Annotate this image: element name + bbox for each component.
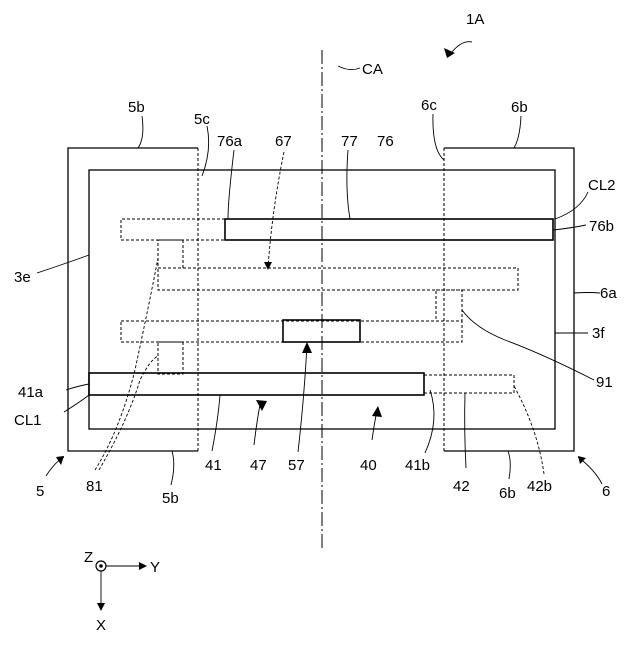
via-conductor-81-upper xyxy=(158,240,183,268)
leader-3e xyxy=(37,255,89,273)
label-77: 77 xyxy=(341,133,358,150)
label-5c: 5c xyxy=(194,111,210,128)
label-41a: 41a xyxy=(18,384,44,401)
electrode-42 xyxy=(424,375,514,393)
label-3f: 3f xyxy=(592,325,605,342)
y-axis-arrow-icon xyxy=(139,562,147,570)
label-47: 47 xyxy=(250,457,267,474)
label-76a: 76a xyxy=(217,133,243,150)
z-axis-dot xyxy=(99,564,103,568)
leader-47 xyxy=(254,405,260,445)
electrode-76 xyxy=(225,219,553,240)
leader-5b-bottom xyxy=(171,451,174,485)
leader-76b xyxy=(553,225,586,230)
label-1A: 1A xyxy=(466,11,484,28)
label-6b-bottom: 6b xyxy=(499,485,516,502)
leader-41b xyxy=(425,390,434,453)
leader-CL2 xyxy=(555,192,588,219)
leader-CA xyxy=(338,66,360,70)
label-40: 40 xyxy=(360,457,377,474)
leader-57 xyxy=(298,345,307,452)
electrode-76-dashed-extension xyxy=(121,219,225,240)
leader-6b-top xyxy=(514,116,521,148)
arrowhead-40 xyxy=(372,406,382,417)
leader-42b xyxy=(514,386,544,474)
leader-6c xyxy=(433,114,444,160)
label-z: Z xyxy=(84,549,93,566)
arrowhead-1A xyxy=(444,48,455,58)
electrode-41 xyxy=(89,373,424,395)
leader-6a xyxy=(574,293,600,294)
leader-81-upper xyxy=(95,258,158,470)
label-76b: 76b xyxy=(589,218,614,235)
internal-electrode-67 xyxy=(158,268,518,290)
label-5: 5 xyxy=(36,483,44,500)
coordinate-axes: Z Y X xyxy=(84,549,160,634)
leader-1A xyxy=(452,42,472,52)
label-41b: 41b xyxy=(405,457,430,474)
label-6c: 6c xyxy=(421,97,437,114)
label-5b-top: 5b xyxy=(128,99,145,116)
label-6a: 6a xyxy=(600,285,617,302)
label-6: 6 xyxy=(602,483,610,500)
label-76: 76 xyxy=(377,133,394,150)
label-6b-top: 6b xyxy=(511,99,528,116)
via-conductor-91 xyxy=(436,290,462,321)
leader-42 xyxy=(465,393,466,468)
label-81: 81 xyxy=(86,478,103,495)
left-terminal-electrode xyxy=(68,148,198,451)
label-CL1: CL1 xyxy=(14,412,42,429)
arrowhead-67 xyxy=(264,262,272,270)
leader-41a xyxy=(66,384,89,390)
label-42b: 42b xyxy=(527,478,552,495)
arrowhead-5 xyxy=(56,456,64,465)
leader-76a xyxy=(228,150,234,219)
label-41: 41 xyxy=(205,457,222,474)
leader-77 xyxy=(347,150,350,219)
leader-41 xyxy=(212,395,220,451)
via-conductor-81-lower xyxy=(158,342,183,374)
label-CA: CA xyxy=(362,61,383,78)
leader-5c xyxy=(202,126,209,176)
label-y: Y xyxy=(150,559,160,576)
label-57: 57 xyxy=(288,457,305,474)
label-3e: 3e xyxy=(14,269,31,286)
leader-5b-top xyxy=(138,116,143,148)
label-91: 91 xyxy=(596,374,613,391)
label-x: X xyxy=(96,617,106,634)
label-42: 42 xyxy=(453,478,470,495)
label-67: 67 xyxy=(275,133,292,150)
label-CL2: CL2 xyxy=(588,177,616,194)
internal-electrode-middle xyxy=(121,321,462,342)
label-5b-bottom: 5b xyxy=(162,490,179,507)
x-axis-arrow-icon xyxy=(97,603,105,611)
arrowhead-57 xyxy=(302,342,312,353)
leader-6b-bottom xyxy=(508,451,510,479)
arrowhead-47 xyxy=(256,400,267,411)
